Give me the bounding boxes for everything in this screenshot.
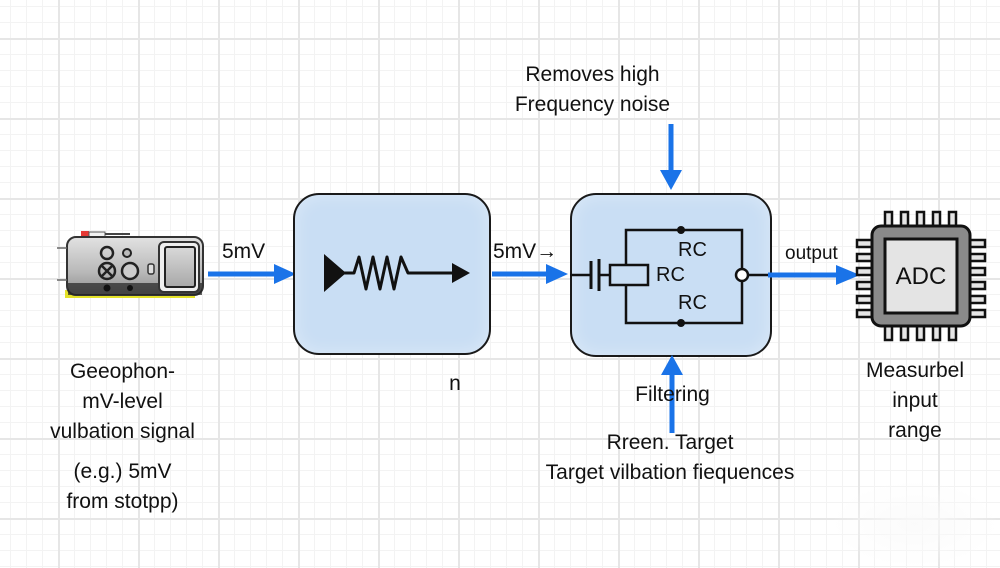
arrow-1-label: 5mV: [222, 240, 266, 263]
geophone-example: (e.g.) 5mV from stotpp): [15, 457, 230, 517]
adc-caption-line-3: range: [888, 419, 942, 442]
adc-caption-line-2: input: [892, 389, 938, 412]
filtering-heading: Filtering: [635, 383, 710, 406]
geophone-caption-line-2: mV-level: [82, 390, 163, 413]
rc-label-bottom: RC: [678, 292, 707, 314]
adc-caption-line-1: Measurbel: [865, 359, 965, 382]
bottom-annotation-line-2: Target vilbation fiequences: [545, 461, 795, 484]
rc-label-top: RC: [678, 239, 707, 261]
geophone-caption: Geeophon- mV-level vulbation signal: [15, 357, 230, 447]
arrow-3-label: output: [785, 243, 838, 264]
geophone-example-line-2: from stotpp): [66, 490, 179, 513]
corner-fade: [830, 480, 1000, 568]
arrow-2-label: 5mV→: [493, 240, 558, 263]
geophone-device-icon: [57, 231, 204, 298]
geophone-caption-line-3: vulbation signal: [50, 420, 195, 443]
adc-chip-label: ADC: [896, 263, 947, 290]
signal-arrow-2: [492, 264, 568, 284]
top-annotation: Removes high Frequency noise: [480, 60, 705, 120]
adc-caption: Measurbel input range: [850, 356, 980, 446]
resistor-amplifier-icon: [324, 254, 470, 292]
filtering-up-arrow: [661, 355, 683, 433]
signal-arrow-1: [208, 264, 296, 284]
output-arrow: [768, 265, 860, 285]
geophone-example-line-1: (e.g.) 5mV: [73, 460, 172, 483]
noise-down-arrow: [660, 124, 682, 190]
rc-label-middle: RC: [656, 264, 685, 286]
rc-filter-circuit-icon: RC RC RC: [570, 226, 770, 327]
top-annotation-line-2: Frequency noise: [514, 93, 671, 116]
bottom-annotation-line-1: Rreen. Target: [606, 431, 734, 454]
geophone-caption-line-1: Geeophon-: [69, 360, 176, 383]
adc-chip-icon: ADC: [855, 210, 987, 342]
bottom-annotation: Rreen. Target Target vilbation fiequence…: [510, 428, 830, 488]
amplifier-caption: n: [449, 372, 461, 395]
top-annotation-line-1: Removes high: [525, 63, 660, 86]
